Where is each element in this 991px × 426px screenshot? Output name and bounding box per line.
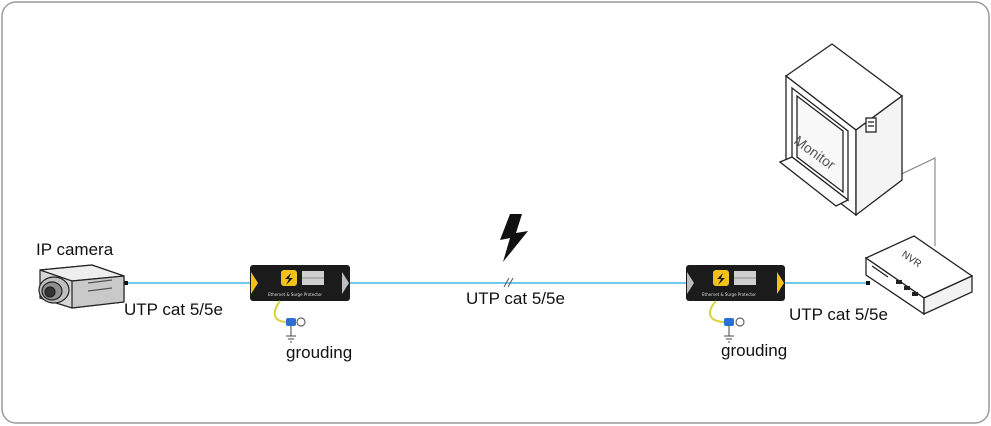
cable-label-middle: UTP cat 5/5e — [466, 289, 565, 308]
lightning-bolt-icon — [500, 214, 528, 262]
surge-protector-left: Ethernet & Surge Protector — [250, 265, 350, 301]
ground-symbol-icon — [286, 326, 296, 343]
ground-wire-right — [709, 300, 727, 323]
ground-label-right: grouding — [721, 341, 788, 360]
cable-break-mark — [503, 277, 514, 288]
ground-label-left: grouding — [286, 343, 353, 362]
svg-text:Ethernet & Surge Protector: Ethernet & Surge Protector — [268, 292, 322, 297]
nvr-recorder-icon — [864, 235, 974, 316]
ground-symbol-icon — [724, 326, 734, 343]
ground-wire-left — [273, 300, 289, 323]
ip-camera-icon — [38, 264, 125, 309]
surge-protector-right: Ethernet & Surge Protector — [686, 265, 785, 301]
cable-label-left: UTP cat 5/5e — [124, 300, 223, 319]
monitor-icon — [778, 43, 904, 217]
cable-label-right: UTP cat 5/5e — [789, 305, 888, 324]
camera-label: IP camera — [36, 240, 114, 259]
svg-text:Ethernet & Surge Protector: Ethernet & Surge Protector — [702, 292, 756, 297]
